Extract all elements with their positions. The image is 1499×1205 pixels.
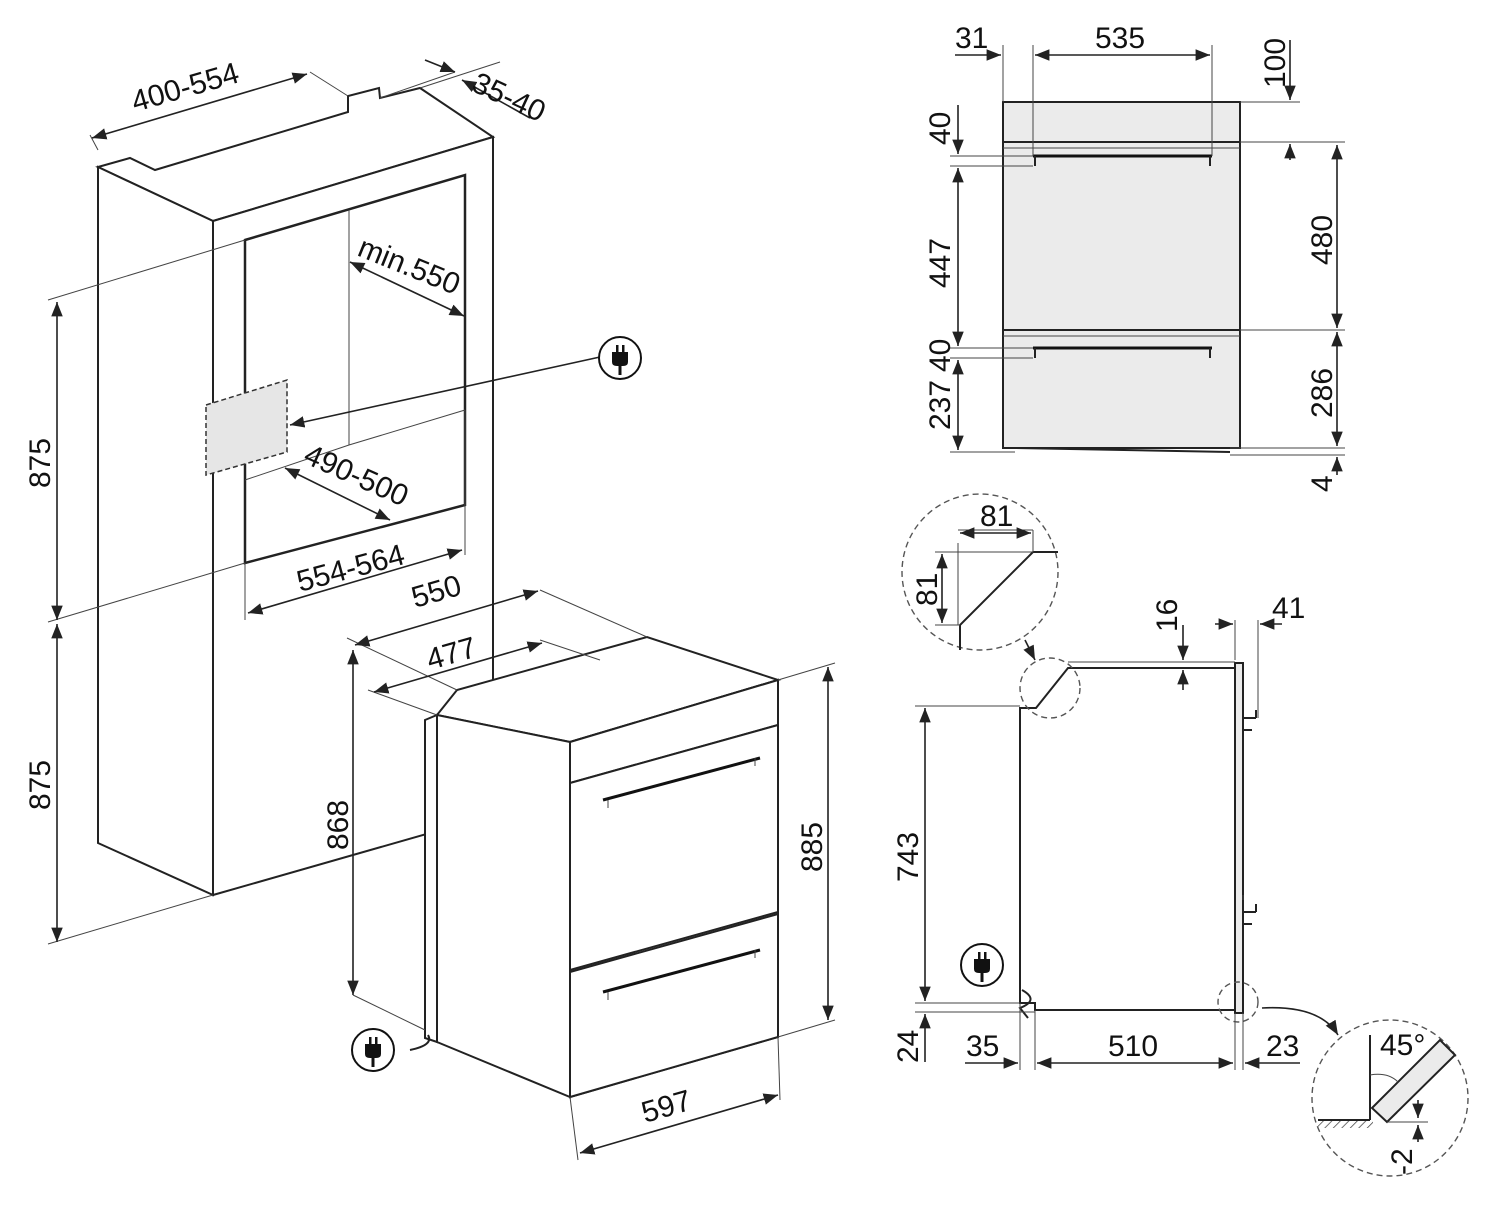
dim-top-to-handle: 100	[1259, 38, 1292, 88]
oven-front-view	[1002, 101, 1241, 453]
dim-upper-section: 480	[1306, 215, 1339, 265]
dim-lower-height: 875	[24, 760, 57, 810]
dim-chamfer-width: 81	[980, 500, 1013, 533]
dim-handle-width: 535	[1095, 22, 1145, 55]
dim-angle: 45°	[1380, 1029, 1425, 1062]
dim-oven-front-width: 597	[638, 1084, 695, 1130]
dim-upper-door-h: 447	[924, 238, 957, 288]
detail-angle: 45° -2	[1261, 1006, 1469, 1177]
dim-lower-handle-h: 40	[924, 339, 957, 372]
side-view-dimensions: 16 41 743 24 35 510 23	[892, 592, 1305, 1070]
dim-bottom-gap: 24	[892, 1030, 925, 1063]
dim-top-step: 16	[1151, 599, 1184, 632]
niche-cabinet	[95, 86, 601, 897]
dim-offset: -2	[1386, 1148, 1419, 1175]
plug-icon	[351, 1028, 395, 1072]
dim-rear-gap: 35-40	[467, 66, 550, 128]
dim-left-offset: 31	[955, 22, 988, 55]
oven-perspective	[409, 635, 782, 1099]
dim-front-overhang: 23	[1266, 1030, 1299, 1063]
oven-side-view	[1018, 657, 1259, 1023]
dim-side-depth: 510	[1108, 1030, 1158, 1063]
dim-upper-height: 875	[24, 438, 57, 488]
detail-chamfer: 81 81	[901, 493, 1059, 661]
dim-side-height: 743	[892, 832, 925, 882]
dim-oven-body-height: 868	[322, 800, 355, 850]
dim-top-handle-h: 40	[924, 112, 957, 145]
dim-feet: 4	[1306, 475, 1339, 492]
dim-oven-front-height: 885	[796, 822, 829, 872]
front-view-dimensions: 31 535 100 40 447 40 237 480 286 4	[924, 22, 1345, 492]
dim-lower-section: 286	[1306, 368, 1339, 418]
plug-icon	[598, 336, 642, 380]
dim-chamfer-height: 81	[911, 573, 944, 606]
plug-icon	[960, 943, 1004, 987]
dim-rear-offset: 35	[966, 1030, 999, 1063]
dim-front-thickness: 41	[1272, 592, 1305, 625]
dim-lower-door-h: 237	[924, 380, 957, 430]
